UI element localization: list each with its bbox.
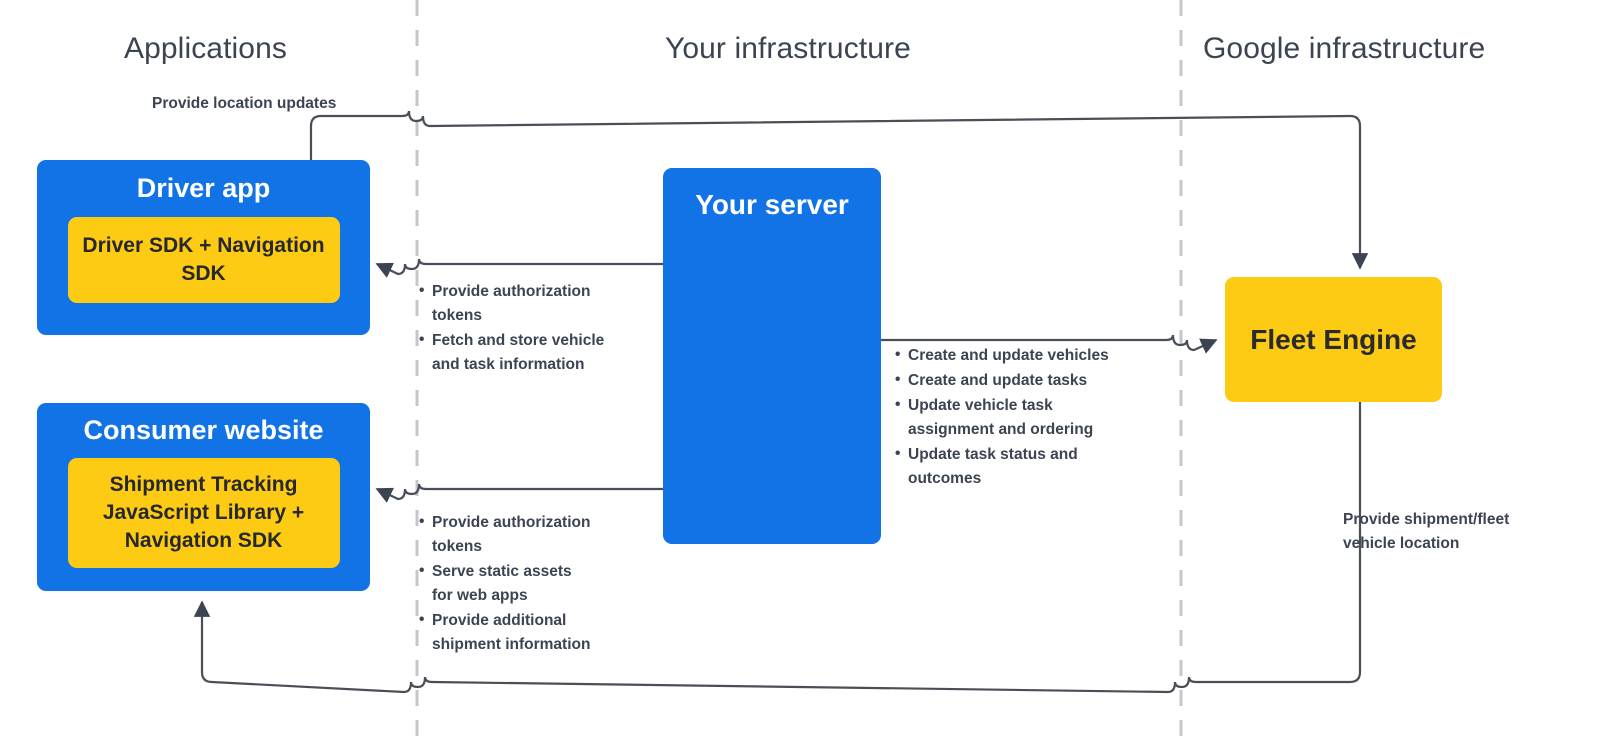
shipment-tracking-sdk-box[interactable]: Shipment Tracking JavaScript Library + N…: [67, 457, 340, 568]
bullet-dot: •: [895, 371, 901, 389]
list-item: • Create and update vehicles: [895, 344, 1155, 368]
list-item: • Provide additional shipment informatio…: [419, 609, 659, 657]
bullet-list: • Create and update vehicles • Create an…: [895, 344, 1155, 491]
bullet-dot: •: [419, 513, 425, 530]
bullet-text: Serve static assets for web apps: [432, 563, 572, 605]
driver-sdk-box[interactable]: Driver SDK + Navigation SDK: [67, 216, 340, 303]
list-item: • Fetch and store vehicle and task infor…: [419, 329, 659, 377]
list-item: • Serve static assets for web apps: [419, 560, 659, 608]
bullet-text: Update vehicle task assignment and order…: [908, 397, 1094, 439]
bullet-text: Provide authorization tokens: [432, 514, 591, 556]
connector-server-to-consumer: [375, 483, 663, 503]
node-your-server[interactable]: Your server: [663, 168, 881, 544]
bullet-text: Create and update tasks: [908, 372, 1088, 390]
list-item: • Update task status and outcomes: [895, 443, 1155, 491]
your-server-title: Your server: [695, 189, 849, 220]
bullet-text: Fetch and store vehicle and task informa…: [432, 332, 605, 374]
bullets-server-to-fleet: • Create and update vehicles • Create an…: [895, 344, 1155, 492]
bullets-consumer-to-server: • Provide authorization tokens • Serve s…: [419, 511, 659, 658]
list-item: • Provide authorization tokens: [419, 280, 659, 328]
bullet-text: Update task status and outcomes: [908, 446, 1078, 488]
bullet-list: • Provide authorization tokens • Fetch a…: [419, 280, 659, 377]
list-item: • Provide authorization tokens: [419, 511, 659, 559]
node-consumer-website[interactable]: Consumer website Shipment Tracking JavaS…: [37, 403, 370, 591]
bullet-dot: •: [895, 346, 901, 363]
connector-fleet-to-consumer: [193, 402, 1362, 694]
bullet-dot: •: [419, 562, 425, 580]
bullet-dot: •: [895, 396, 901, 414]
bullet-list: • Provide authorization tokens • Serve s…: [419, 511, 659, 657]
connector-server-to-fleet: [881, 334, 1218, 354]
zone-label-google-infrastructure: Google infrastructure: [1203, 32, 1486, 65]
annotation-location-updates: Provide location updates: [152, 95, 337, 112]
driver-app-title: Driver app: [136, 173, 271, 203]
bullet-text: Create and update vehicles: [908, 347, 1109, 364]
node-driver-app[interactable]: Driver app Driver SDK + Navigation SDK: [37, 160, 370, 335]
zone-label-applications: Applications: [124, 32, 287, 65]
bullet-text: Provide authorization tokens: [432, 283, 591, 325]
consumer-website-title: Consumer website: [83, 415, 324, 445]
node-fleet-engine[interactable]: Fleet Engine: [1225, 277, 1442, 402]
bullet-dot: •: [419, 282, 425, 299]
bullet-dot: •: [895, 445, 901, 463]
bullets-driver-to-server: • Provide authorization tokens • Fetch a…: [419, 280, 659, 378]
bullet-dot: •: [419, 331, 425, 349]
connector-location-updates: [309, 110, 1369, 270]
bullet-text: Provide additional shipment information: [432, 612, 591, 654]
fleet-engine-title: Fleet Engine: [1250, 323, 1417, 355]
list-item: • Create and update tasks: [895, 369, 1155, 393]
list-item: • Update vehicle task assignment and ord…: [895, 394, 1155, 442]
annotation-shipment-fleet-location: Provide shipment/fleet vehicle location: [1343, 511, 1510, 553]
connector-server-to-driver: [375, 258, 663, 278]
bullet-dot: •: [419, 611, 425, 629]
zone-label-your-infrastructure: Your infrastructure: [665, 32, 911, 65]
